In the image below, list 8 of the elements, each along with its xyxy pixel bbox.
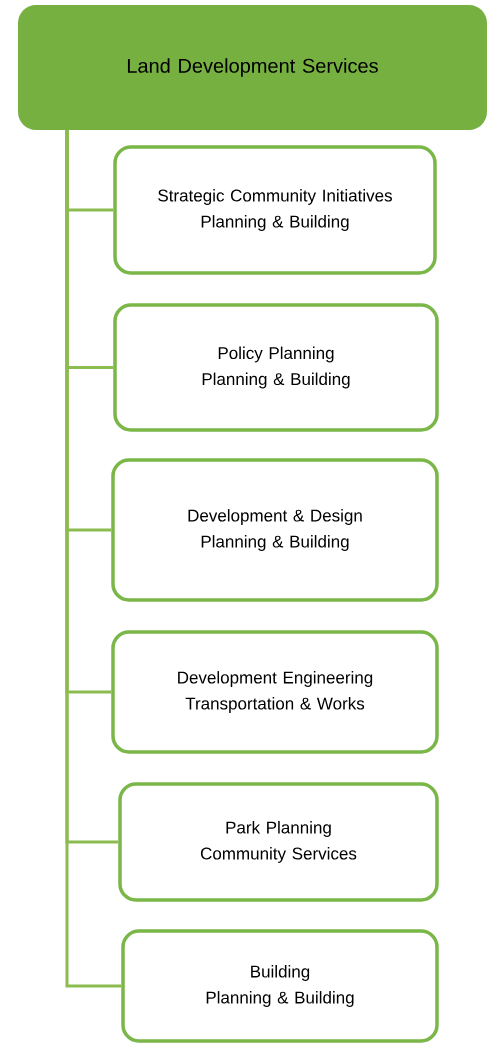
header-box: Land Development Services: [18, 5, 487, 130]
unit-box: Strategic Community Initiatives Planning & Building: [113, 145, 437, 275]
unit-box: Building Planning & Building: [121, 929, 439, 1043]
unit-box: Development Engineering Transportation & Works: [111, 630, 439, 754]
unit-box: Policy Planning Planning & Building: [113, 303, 439, 432]
connector-line: [65, 130, 122, 988]
unit-box: Park Planning Community Services: [118, 782, 439, 902]
unit-box: Development & Design Planning & Building: [111, 458, 439, 602]
